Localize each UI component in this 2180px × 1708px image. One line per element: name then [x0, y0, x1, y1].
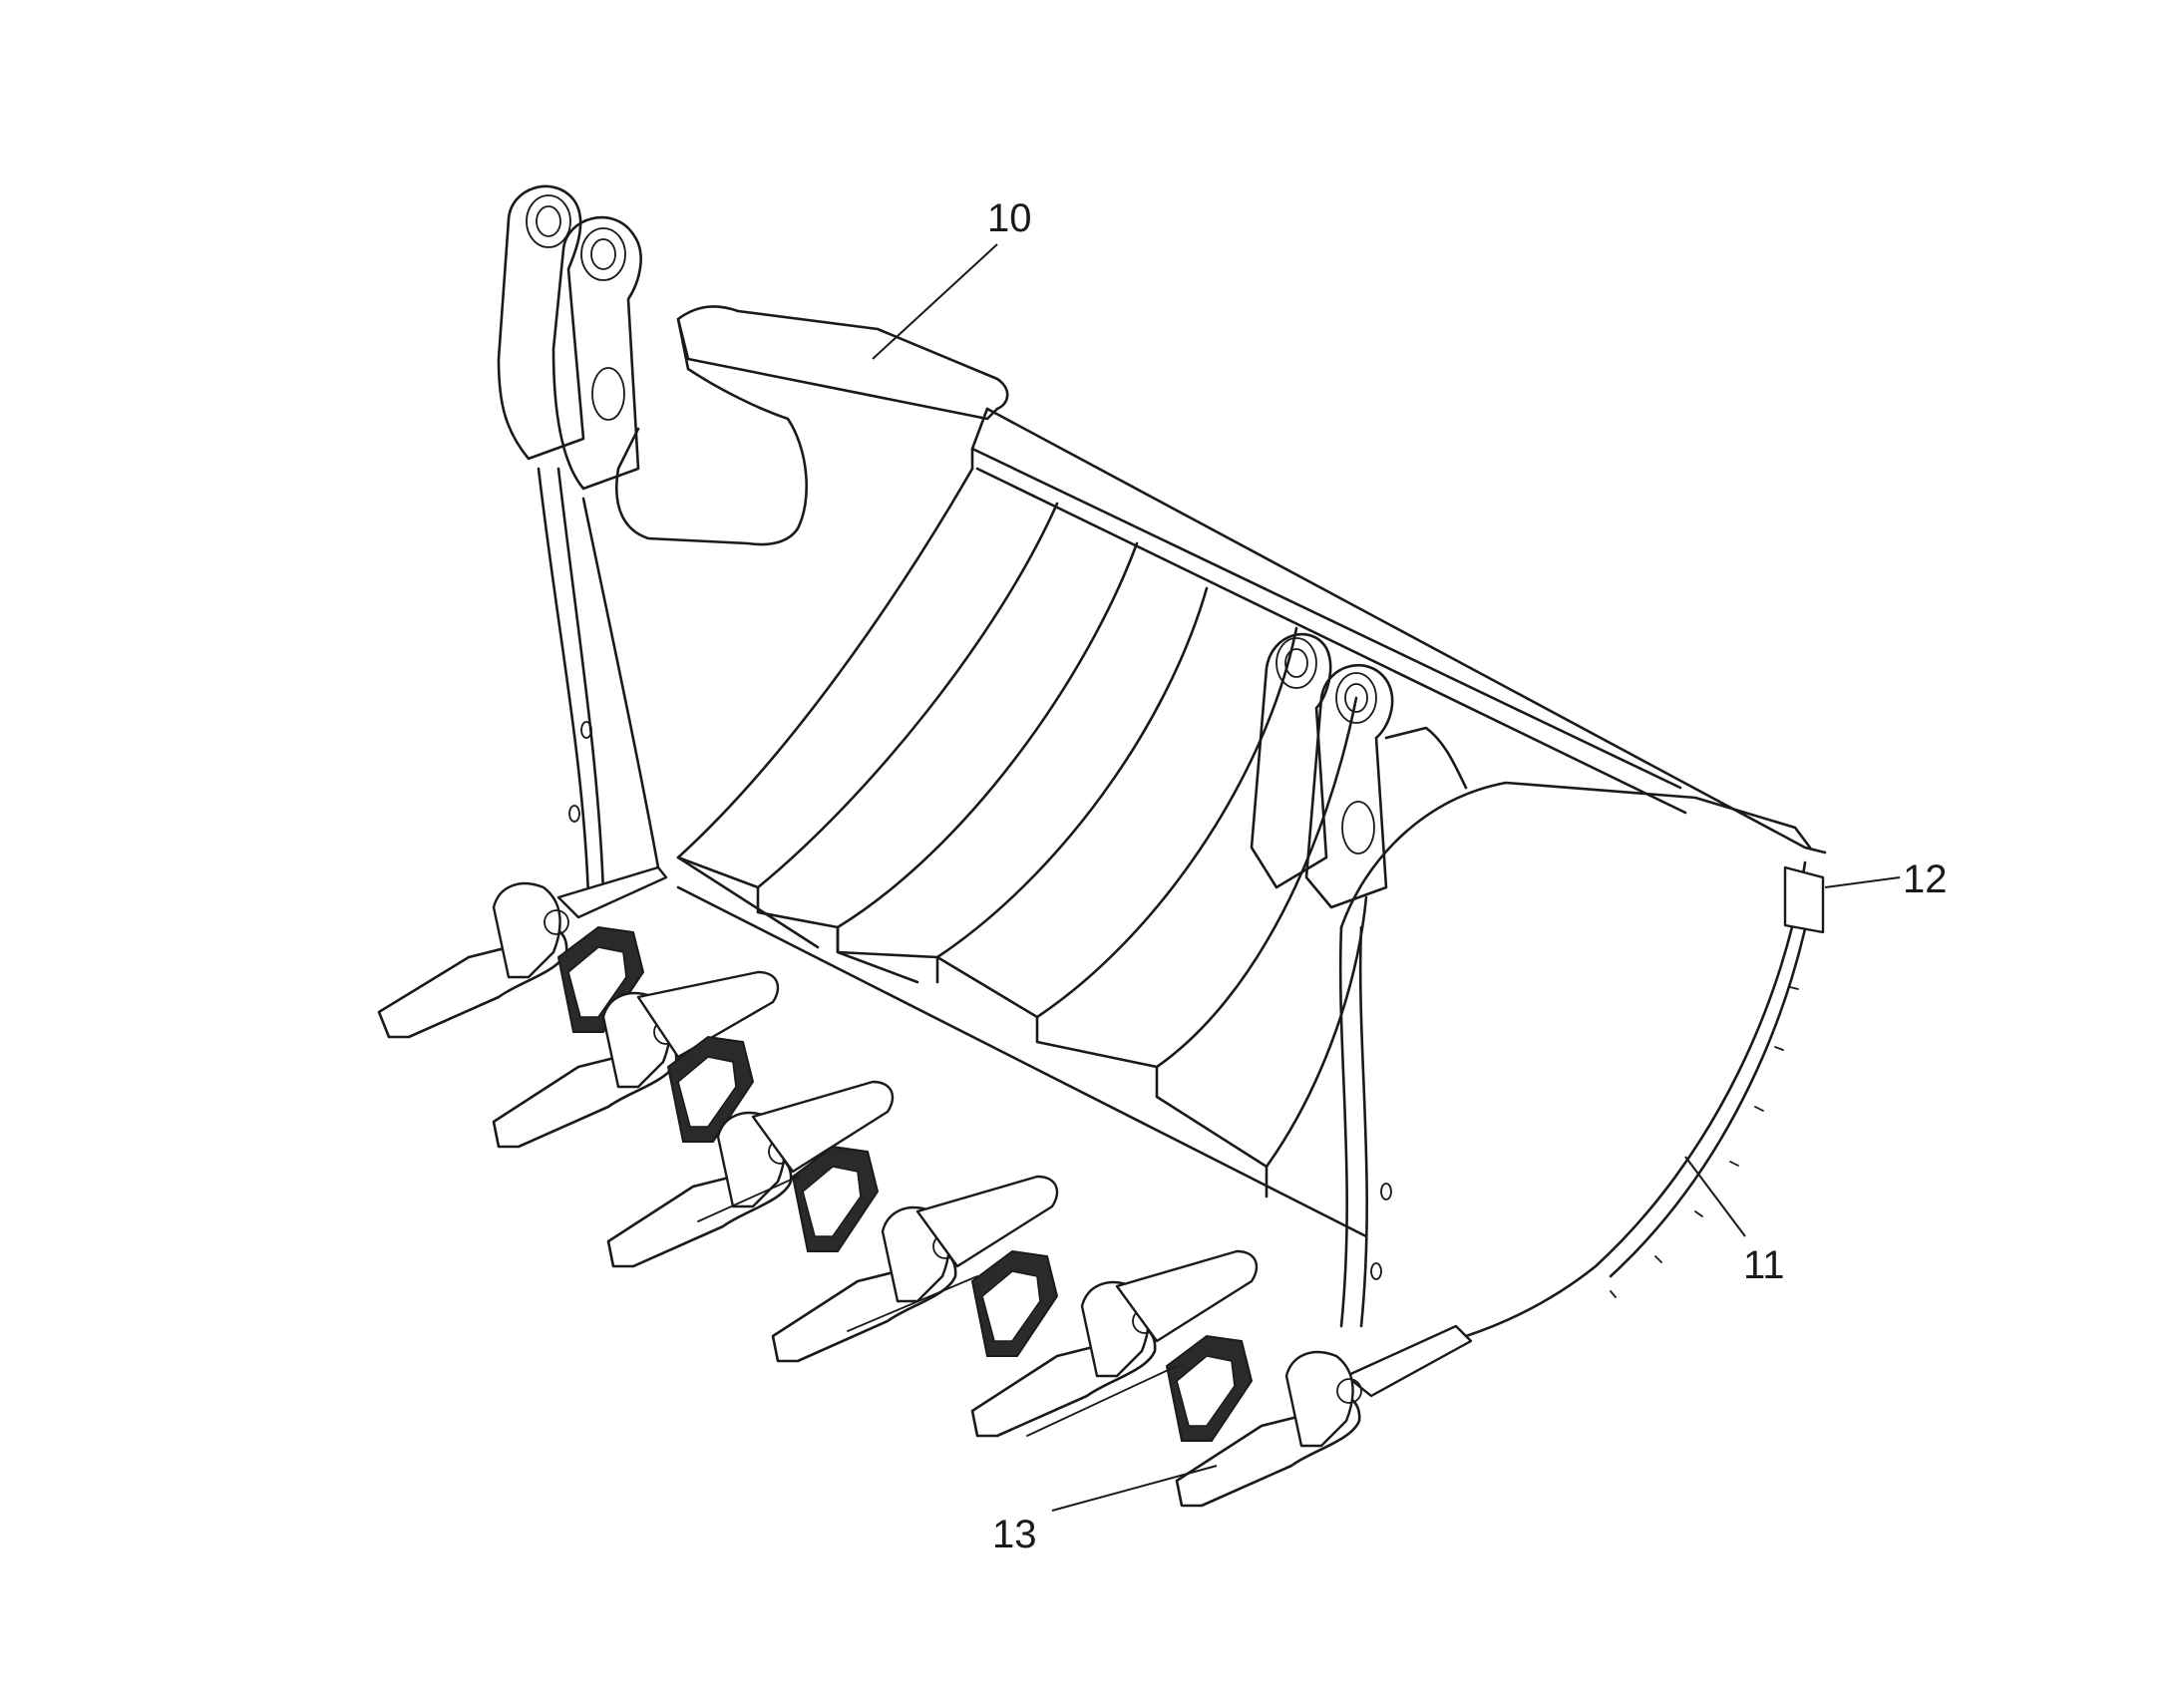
wear-guard-2	[666, 1035, 755, 1143]
callout-13: 13	[992, 1513, 1037, 1556]
back-plate-strips	[676, 467, 1368, 1238]
wear-guard-4	[970, 1249, 1059, 1357]
leader-10	[872, 243, 998, 360]
right-lug-pair	[1250, 632, 1468, 909]
right-side-plate	[1338, 781, 1812, 1328]
leader-12	[1824, 876, 1901, 888]
corner-wear-left	[556, 865, 668, 919]
tooth-5	[970, 1249, 1259, 1438]
tooth-row	[377, 881, 1362, 1508]
callout-11: 11	[1743, 1243, 1785, 1287]
tooth-3	[606, 1080, 895, 1268]
callout-12: 12	[1903, 857, 1948, 901]
tooth-6	[1175, 1350, 1362, 1508]
wear-guard-3	[791, 1145, 880, 1252]
corner-wear-right	[1344, 1324, 1473, 1398]
callout-10: 10	[987, 196, 1032, 240]
left-lug-pair	[497, 184, 642, 491]
left-side-plate	[537, 467, 660, 899]
tooth-2	[492, 970, 780, 1149]
top-beam	[970, 407, 1827, 854]
wear-guard-5	[1165, 1334, 1254, 1442]
leader-lines	[872, 243, 1901, 1512]
top-plate-left	[615, 305, 1009, 546]
callout-labels: 10 11 12 13	[987, 196, 1948, 1556]
tooth-1	[377, 881, 569, 1039]
leader-11	[1684, 1156, 1746, 1237]
side-cutter-tip	[1783, 865, 1825, 934]
wear-guard-1	[556, 925, 645, 1033]
tooth-4	[771, 1175, 1059, 1363]
leader-13	[1051, 1465, 1218, 1512]
